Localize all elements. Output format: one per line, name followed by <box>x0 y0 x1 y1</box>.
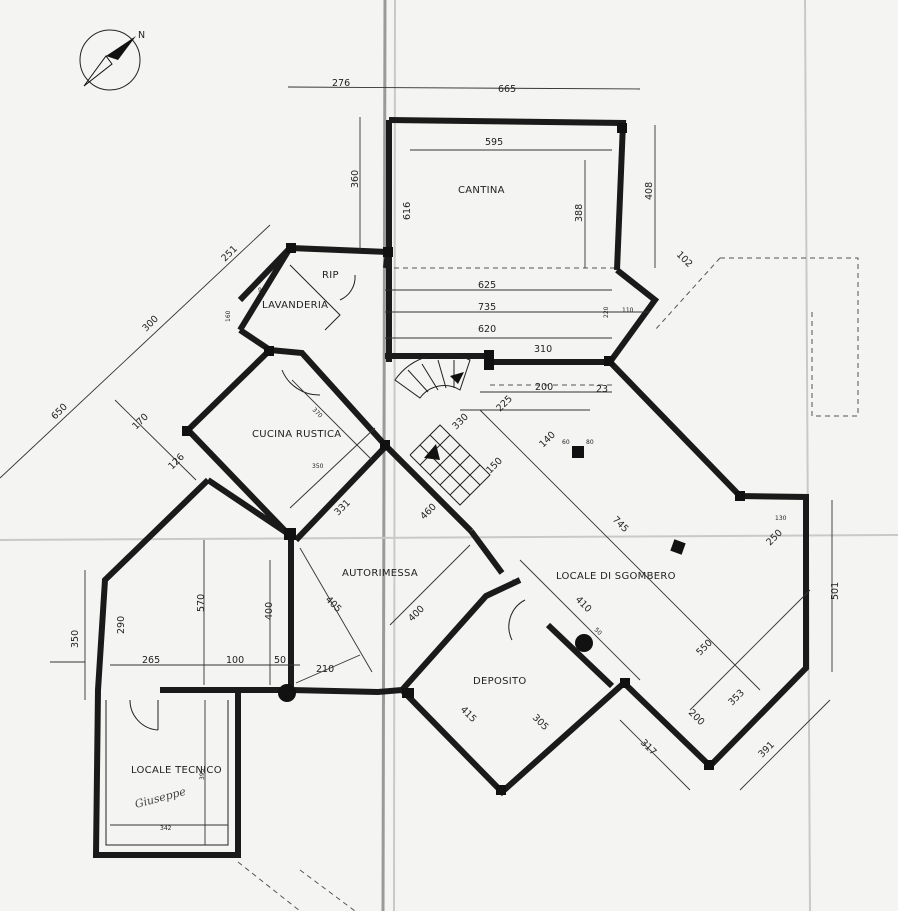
dim-276: 276 <box>332 78 350 89</box>
dim-50b: 50 <box>593 626 603 636</box>
dim-290: 290 <box>116 616 127 634</box>
dim-595: 595 <box>485 137 503 148</box>
pillar-corner-12 <box>264 346 274 356</box>
room-deposito: DEPOSITO <box>473 676 527 687</box>
room-locale-sgombero: LOCALE DI SGOMBERO <box>556 571 676 582</box>
compass-tail-icon <box>83 55 113 87</box>
dim-408: 408 <box>644 182 655 200</box>
dim-388: 388 <box>574 204 585 222</box>
pillar-corner-6 <box>617 123 627 133</box>
dim-570: 570 <box>196 594 207 612</box>
dim-616: 616 <box>402 202 413 220</box>
dim-160: 160 <box>225 310 232 322</box>
compass-circle-icon <box>79 29 141 91</box>
pillar-corner-7 <box>735 491 745 501</box>
dim-23: 23 <box>596 384 608 395</box>
pillar-square-2 <box>670 539 686 555</box>
dim-501: 501 <box>830 582 841 600</box>
dim-665: 665 <box>498 84 516 95</box>
pillar-corner-10 <box>704 760 714 770</box>
pillar-round-1 <box>278 684 296 702</box>
pillar-corner-4 <box>604 356 614 366</box>
dimension-lines <box>0 86 833 845</box>
pillar-corner-2 <box>284 528 296 540</box>
dim-735: 735 <box>478 302 496 313</box>
dim-350b: 350 <box>70 630 81 648</box>
dim-130: 130 <box>775 515 787 522</box>
pillar-corner-13 <box>286 243 296 253</box>
paper-fold-vertical <box>381 0 387 911</box>
dim-200a: 200 <box>535 382 553 393</box>
dim-342: 342 <box>160 825 172 832</box>
pillars <box>182 123 745 795</box>
dim-50a: 50 <box>274 655 286 666</box>
pillar-corner-11 <box>620 678 630 688</box>
dim-310: 310 <box>534 344 552 355</box>
dim-350a: 350 <box>312 463 324 470</box>
spiral-staircase <box>394 353 471 399</box>
pillar-round-2 <box>575 634 593 652</box>
dim-100: 100 <box>226 655 244 666</box>
dim-30: 30 <box>512 579 520 586</box>
walls <box>92 117 809 858</box>
pillar-corner-8 <box>402 688 414 698</box>
compass: N <box>79 29 145 91</box>
pillar-square-1 <box>572 446 584 458</box>
room-rip: RIP <box>322 270 339 281</box>
compass-north-label: N <box>138 30 145 41</box>
terrace-outline <box>237 257 859 911</box>
pillar-corner-1 <box>182 426 192 436</box>
dim-95: 95 <box>258 287 266 294</box>
dim-400b: 400 <box>264 602 275 620</box>
room-autorimessa: AUTORIMESSA <box>342 568 418 579</box>
pillar-corner-9 <box>496 785 506 795</box>
paper-fold-right <box>804 0 811 911</box>
straight-staircase <box>409 424 491 506</box>
dim-395: 395 <box>199 768 206 780</box>
dim-220: 220 <box>603 306 610 318</box>
door-swings <box>129 274 526 731</box>
dim-360: 360 <box>350 170 361 188</box>
dim-625: 625 <box>478 280 496 291</box>
room-lavanderia: LAVANDERIA <box>262 300 328 311</box>
pillar-corner-14 <box>383 247 393 257</box>
compass-needle-icon <box>106 36 136 60</box>
room-locale-tecnico: LOCALE TECNICO <box>131 765 222 776</box>
pillar-corner-3 <box>380 440 390 450</box>
room-cucina-rustica: CUCINA RUSTICA <box>252 429 341 440</box>
dim-110: 110 <box>622 307 634 314</box>
dim-80: 80 <box>586 439 594 446</box>
dim-620: 620 <box>478 324 496 335</box>
dim-265: 265 <box>142 655 160 666</box>
pillar-corner-5 <box>484 350 494 370</box>
dim-210: 210 <box>316 664 334 675</box>
room-cantina: CANTINA <box>458 185 505 196</box>
dim-60: 60 <box>562 439 570 446</box>
